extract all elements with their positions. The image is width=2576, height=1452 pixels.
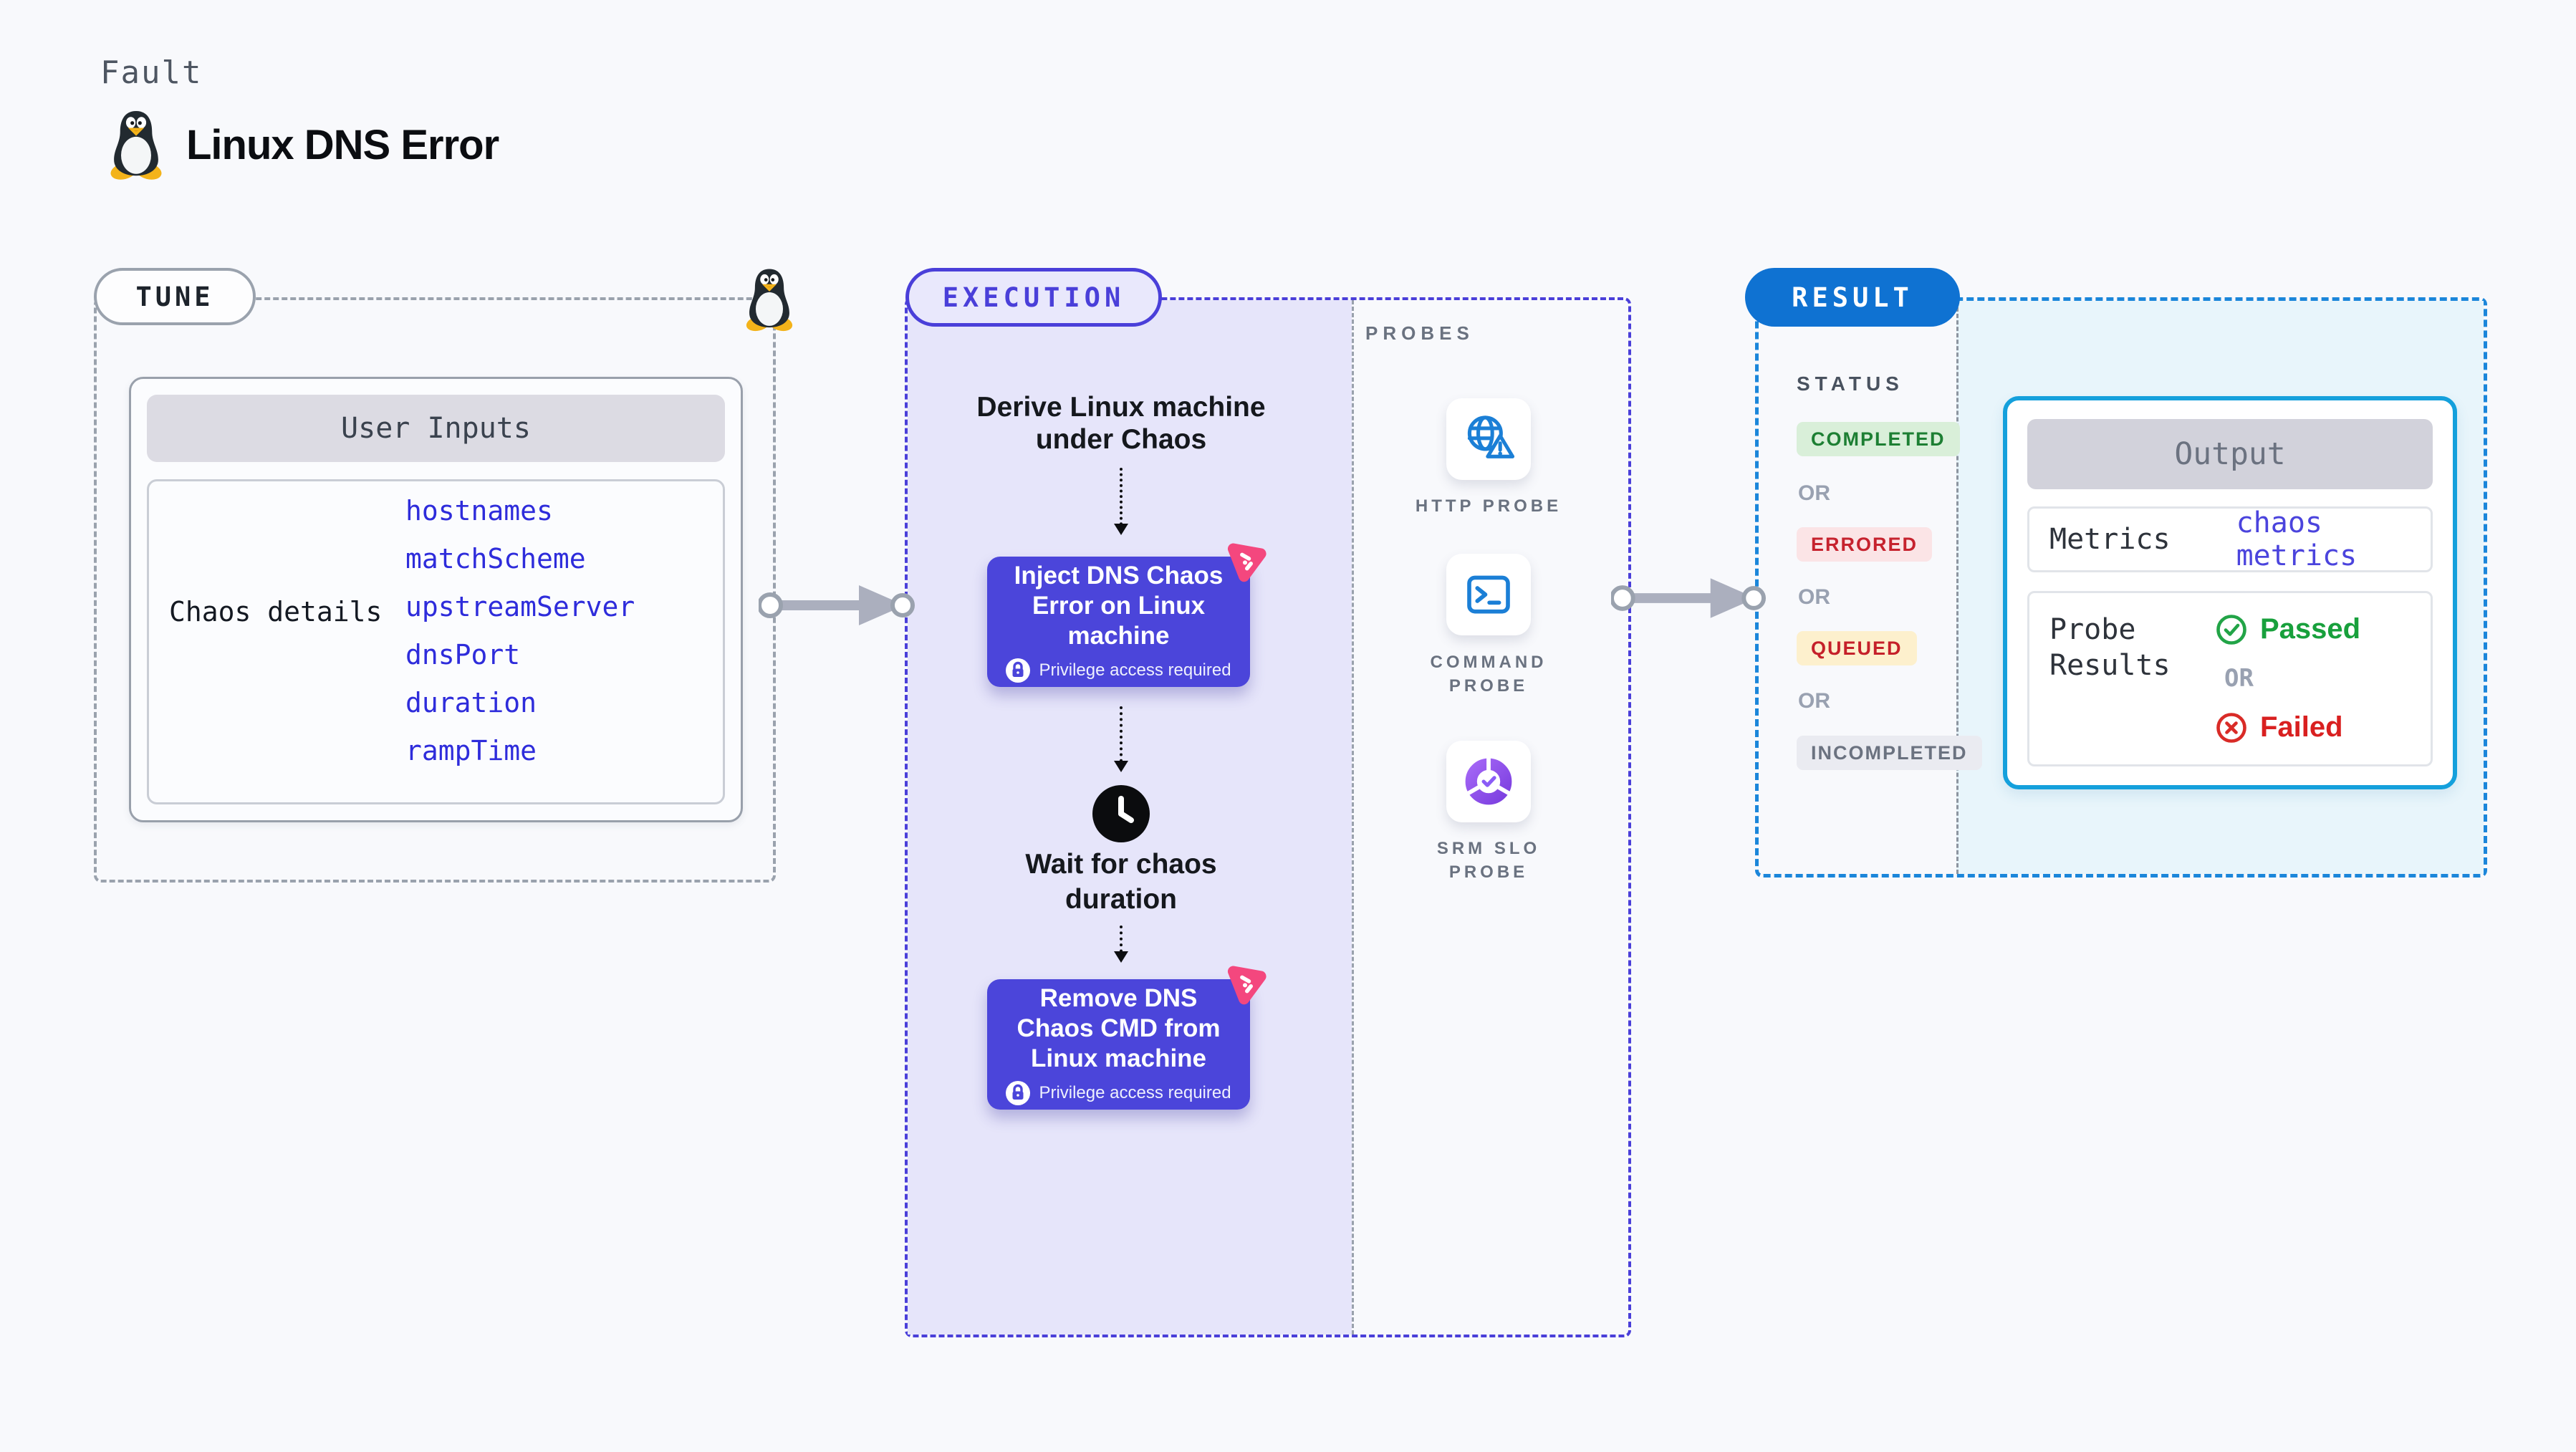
privilege-row: Privilege access required — [1006, 1081, 1231, 1105]
passed-label: Passed — [2260, 613, 2361, 645]
check-circle-icon — [2216, 614, 2246, 645]
probe-results-label: Probe Results — [2049, 613, 2171, 682]
flow-arrow-down-icon — [1114, 706, 1128, 772]
srm-slo-probe-label: SRM SLO PROBE — [1436, 839, 1541, 882]
globe-alert-icon — [1467, 415, 1515, 458]
slo-donut-icon — [1465, 756, 1512, 805]
execution-pill[interactable]: EXECUTION — [905, 268, 1162, 327]
execution-probes-divider — [1352, 300, 1354, 1335]
chaos-fields-list: hostnames matchScheme upstreamServer dns… — [405, 497, 635, 764]
field-ramptime: rampTime — [405, 735, 537, 766]
lock-icon — [1006, 658, 1031, 683]
status-or: OR — [1798, 585, 1830, 609]
linux-tux-icon — [109, 111, 163, 181]
inject-dns-chaos-step[interactable]: Inject DNS Chaos Error on Linux machine … — [987, 557, 1250, 687]
status-badge-incompleted: INCOMPLETED — [1797, 736, 1982, 770]
field-matchscheme: matchScheme — [405, 543, 586, 574]
probe-results-values: Passed OR Failed — [2216, 613, 2360, 746]
passed-line: Passed — [2216, 613, 2360, 645]
status-or: OR — [1798, 689, 1830, 713]
metrics-value: chaos metrics — [2236, 506, 2358, 572]
page-title: Linux DNS Error — [186, 121, 499, 168]
tune-section-box — [94, 297, 776, 883]
http-probe-label: HTTP PROBE — [1415, 496, 1562, 516]
field-duration: duration — [405, 687, 537, 718]
x-circle-icon — [2216, 712, 2246, 743]
result-pill[interactable]: RESULT — [1745, 268, 1960, 327]
http-probe-card[interactable] — [1446, 398, 1531, 480]
remove-step-title: Remove DNS Chaos CMD from Linux machine — [1017, 984, 1221, 1072]
output-card: Output Metrics chaos metrics Probe Resul… — [2003, 396, 2457, 789]
chaos-experiment-icon — [1221, 538, 1269, 585]
privilege-note: Privilege access required — [1039, 660, 1231, 680]
lock-icon — [1006, 1081, 1031, 1105]
status-heading: STATUS — [1797, 372, 1904, 395]
output-title: Output — [2027, 419, 2433, 489]
fault-kicker: Fault — [100, 54, 203, 91]
user-inputs-title: User Inputs — [147, 395, 725, 462]
metrics-label: Metrics — [2049, 523, 2171, 556]
linux-tux-icon — [744, 269, 794, 332]
remove-dns-chaos-step[interactable]: Remove DNS Chaos CMD from Linux machine … — [987, 979, 1250, 1110]
status-badge-errored: ERRORED — [1797, 527, 1933, 562]
failed-line: Failed — [2216, 711, 2360, 744]
step-wait-label: Wait for chaos duration — [1025, 849, 1217, 915]
command-probe-card[interactable] — [1446, 554, 1531, 635]
metrics-row: Metrics chaos metrics — [2027, 506, 2433, 572]
wait-clock-icon — [1092, 785, 1150, 842]
chaos-experiment-icon — [1221, 961, 1269, 1008]
step-derive-label: Derive Linux machine under Chaos — [976, 392, 1266, 455]
status-badge-completed: COMPLETED — [1797, 422, 1960, 456]
tune-to-execution-arrow — [759, 582, 915, 628]
chaos-details-label: Chaos details — [169, 596, 383, 628]
field-hostnames: hostnames — [405, 495, 553, 527]
output-or: OR — [2224, 664, 2254, 693]
result-status-divider — [1956, 301, 1959, 874]
probe-results-row: Probe Results Passed OR Failed — [2027, 591, 2433, 766]
failed-label: Failed — [2260, 711, 2343, 743]
privilege-row: Privilege access required — [1006, 658, 1231, 683]
privilege-note: Privilege access required — [1039, 1083, 1231, 1102]
status-badge-queued: QUEUED — [1797, 631, 1917, 665]
command-probe-label: COMMAND PROBE — [1430, 653, 1547, 696]
title-row: Linux DNS Error — [106, 109, 499, 181]
user-inputs-card: User Inputs Chaos details hostnames matc… — [129, 377, 743, 822]
probes-heading: PROBES — [1365, 322, 1474, 344]
srm-slo-probe-card[interactable] — [1446, 741, 1531, 822]
terminal-icon — [1467, 575, 1510, 614]
inject-step-title: Inject DNS Chaos Error on Linux machine — [1014, 562, 1224, 650]
flow-arrow-down-icon — [1114, 925, 1128, 963]
flow-arrow-down-icon — [1114, 468, 1128, 535]
execution-to-result-arrow — [1611, 575, 1767, 621]
field-dnsport: dnsPort — [405, 639, 521, 670]
status-or: OR — [1798, 481, 1830, 505]
field-upstreamserver: upstreamServer — [405, 591, 635, 622]
user-inputs-list: Chaos details hostnames matchScheme upst… — [147, 479, 725, 804]
tune-pill[interactable]: TUNE — [94, 268, 256, 325]
